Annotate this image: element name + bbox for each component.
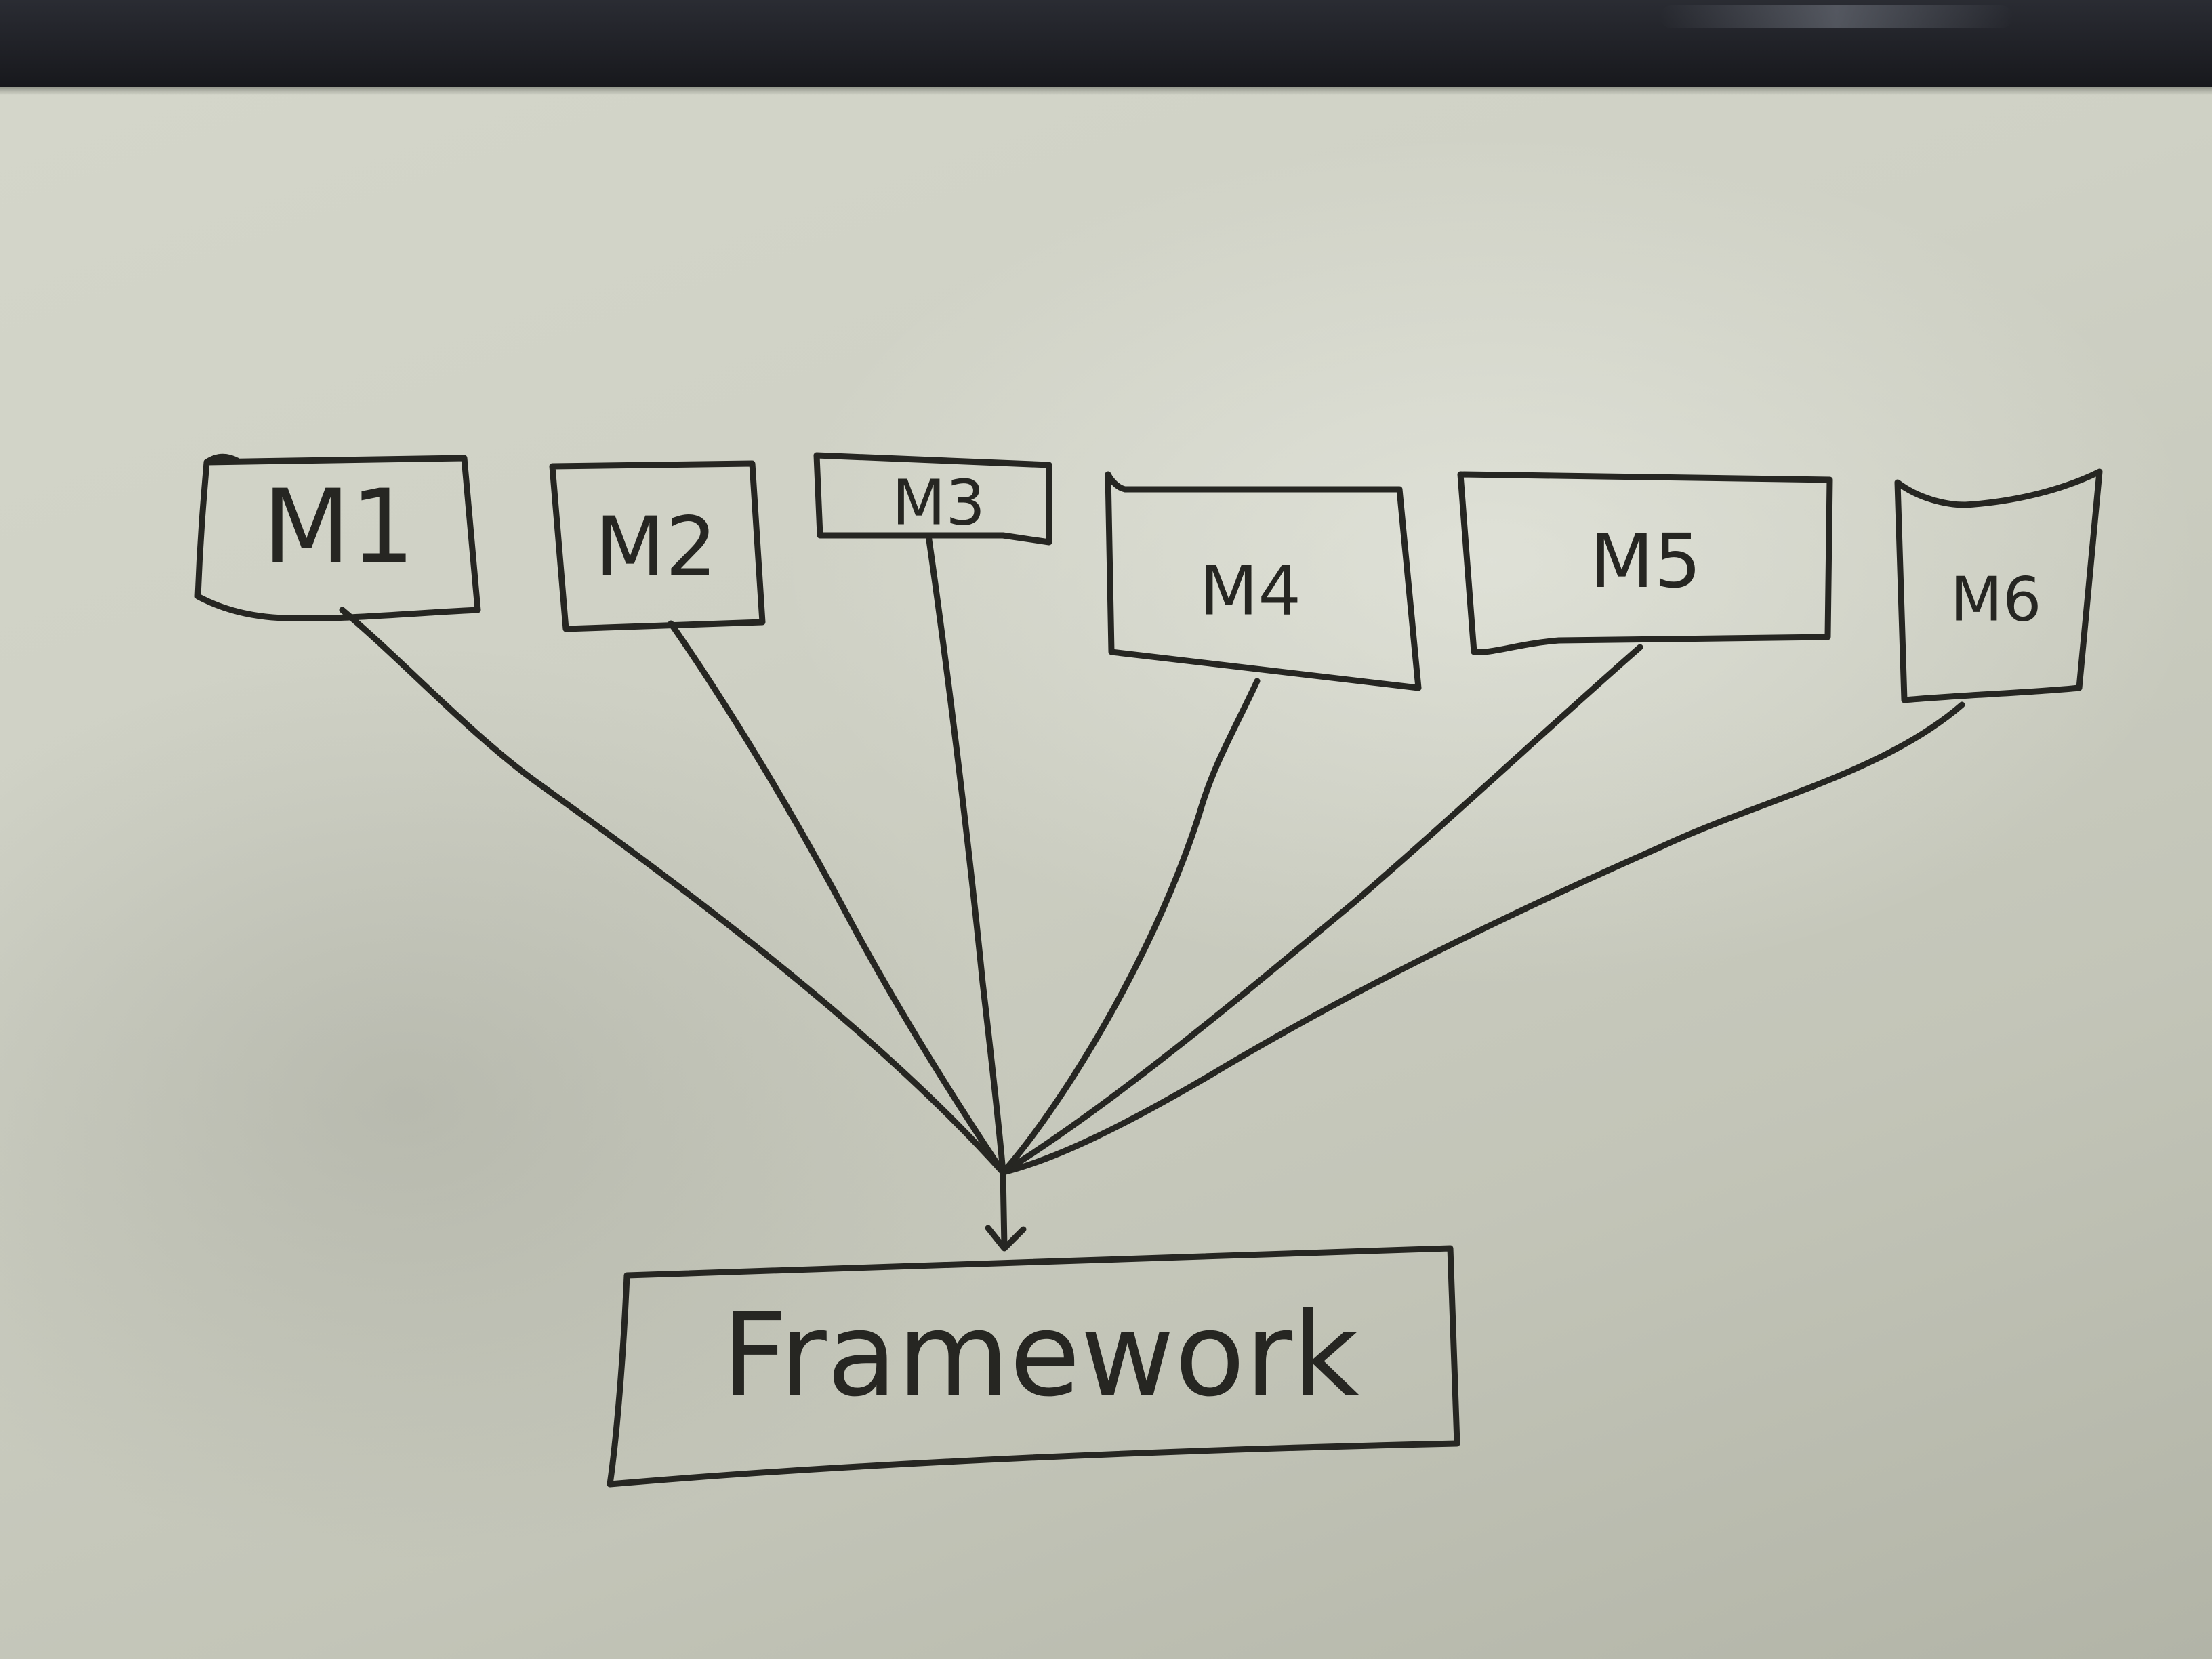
framework-box — [607, 1245, 1460, 1488]
edge-m3-framework — [925, 532, 1006, 1176]
edge-m2-framework — [668, 620, 1006, 1176]
module-m2: M2 — [549, 460, 766, 632]
framework-node: Framework — [607, 1245, 1460, 1488]
module-label: M4 — [1200, 552, 1301, 631]
whiteboard-surface — [0, 87, 2212, 1659]
edge-m5-framework — [1000, 644, 1643, 1176]
module-m4: M4 — [1105, 471, 1422, 691]
edge-m6-framework — [1000, 701, 1965, 1176]
module-label: M2 — [595, 501, 717, 595]
edge-m1-framework — [339, 607, 1006, 1176]
module-label: M3 — [892, 467, 985, 539]
module-m5: M5 — [1457, 471, 1833, 655]
module-box — [1105, 471, 1422, 691]
arrow-head — [985, 1225, 1027, 1252]
module-label: M5 — [1590, 518, 1702, 605]
module-box — [1894, 468, 2103, 703]
connectors — [339, 532, 1965, 1176]
frame-reflection — [1660, 5, 2013, 28]
whiteboard-edge — [0, 87, 2212, 95]
module-m3: M3 — [813, 452, 1052, 546]
module-box — [1457, 471, 1833, 655]
module-m1: M1 — [194, 453, 481, 622]
arrow — [985, 1169, 1027, 1252]
arrow-shaft — [1000, 1169, 1008, 1250]
module-label: M6 — [1950, 565, 2042, 636]
module-box-corner — [203, 453, 241, 466]
module-label: M1 — [263, 468, 415, 586]
framework-label: Framework — [721, 1288, 1359, 1422]
module-m6: M6 — [1894, 468, 2103, 703]
module-box — [549, 460, 766, 632]
module-box — [813, 452, 1052, 546]
module-box — [194, 455, 481, 622]
edge-m4-framework — [1000, 678, 1261, 1176]
